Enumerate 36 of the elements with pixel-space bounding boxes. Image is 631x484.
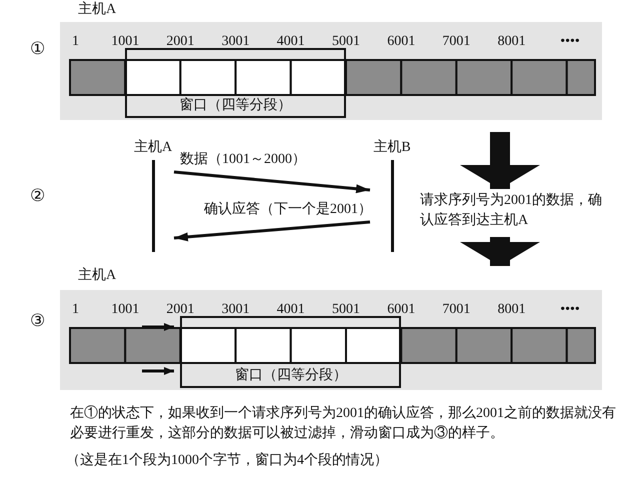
- scale-number: 4001: [276, 33, 305, 51]
- scale-number: 2001: [166, 33, 194, 51]
- host-label: 主机A: [78, 2, 116, 18]
- circled-number: ③: [30, 312, 45, 330]
- scale-number: 6001: [387, 33, 416, 51]
- note-text: 请求序列号为2001的数据，确认应答到达主机A: [420, 191, 603, 230]
- arrow: [174, 170, 370, 194]
- scale-number: 1: [72, 33, 79, 51]
- block-arrow: [460, 237, 540, 266]
- circled-number: ②: [30, 187, 45, 205]
- scale-number: 3001: [222, 301, 250, 319]
- window-frame: 窗口（四等分段）: [180, 316, 402, 388]
- host-label: 主机A: [132, 140, 174, 156]
- host-label: 主机A: [78, 268, 116, 284]
- scale-number: 2001: [166, 301, 194, 319]
- scale-number: ••••: [560, 33, 580, 51]
- note-text: （这是在1个段为1000个字节，窗口为4个段的情况）: [66, 452, 388, 470]
- scale-number: 7001: [442, 301, 470, 319]
- scale-number: 8001: [498, 33, 526, 51]
- arrow: [174, 220, 370, 242]
- scale-number: 4001: [276, 301, 305, 319]
- scale-number: 1: [72, 301, 79, 319]
- scale-number: ••••: [560, 301, 580, 319]
- scale-number: 1001: [111, 301, 140, 319]
- scale-number: 7001: [442, 33, 470, 51]
- scale-number: 3001: [222, 33, 250, 51]
- scale-number: 5001: [332, 33, 360, 51]
- caption: 在①的状态下，如果收到一个请求序列号为2001的确认应答，那么2001之前的数据就没有必要进行重发，这部分的数据可以被过滤掉，滑动窗口成为③的样子。: [70, 404, 617, 443]
- block-arrow: [460, 132, 540, 189]
- window-frame: 窗口（四等分段）: [125, 48, 346, 118]
- host-label: 主机B: [372, 140, 412, 156]
- scale-number: 5001: [332, 301, 360, 319]
- scale-number: 6001: [387, 301, 416, 319]
- circled-number: ①: [30, 40, 45, 58]
- scale-number: 1001: [111, 33, 140, 51]
- scale-number: 8001: [498, 301, 526, 319]
